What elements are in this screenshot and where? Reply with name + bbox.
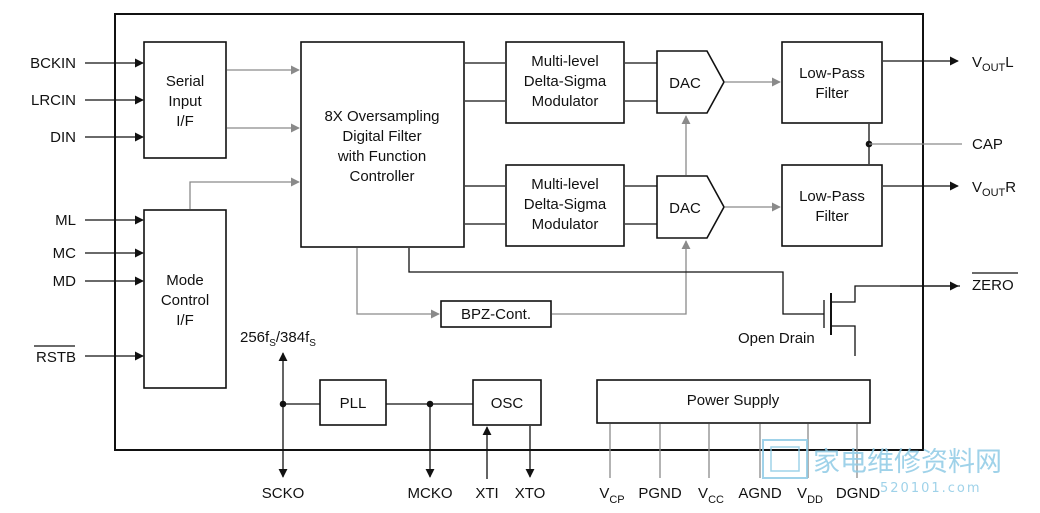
watermark: 家电维修资料网 520101.com — [762, 439, 1002, 496]
mode-control-line2: Control — [161, 292, 209, 309]
dac-top-label: DAC — [669, 75, 701, 92]
pin-md-label: MD — [53, 273, 76, 290]
open-drain-label: Open Drain — [738, 330, 815, 347]
pin-mcko-label: MCKO — [408, 485, 453, 502]
modulator-bottom-line1: Multi-level — [531, 176, 599, 193]
modulator-bottom-line3: Modulator — [532, 216, 599, 233]
cap-label: CAP — [972, 136, 1003, 153]
serial-input-line3: I/F — [176, 113, 194, 130]
modulator-bottom-line2: Delta-Sigma — [524, 196, 607, 213]
pin-xto-label: XTO — [515, 485, 546, 502]
lpf-bottom-block: Low-Pass Filter — [781, 164, 883, 247]
pin-lrcin-label: LRCIN — [31, 92, 76, 109]
bpz-cont-block: BPZ-Cont. — [440, 300, 552, 328]
serial-input-block: Serial Input I/F — [143, 41, 227, 159]
digital-filter-line3: with Function — [337, 148, 426, 165]
modulator-top-line1: Multi-level — [531, 53, 599, 70]
pin-dgnd-label: DGND — [836, 485, 880, 502]
osc-label: OSC — [491, 395, 524, 412]
vout-l-label: VOUTL — [972, 54, 1014, 74]
watermark-text: 家电维修资料网 — [813, 447, 1002, 478]
lpf-top-line1: Low-Pass — [799, 65, 865, 82]
clock-rate-label: 256fS/384fS — [240, 329, 316, 349]
pll-block: PLL — [319, 379, 387, 426]
pin-rstb-label: RSTB — [36, 349, 76, 366]
pin-bckin-label: BCKIN — [30, 55, 76, 72]
vout-r-label: VOUTR — [972, 179, 1016, 199]
open-drain-transistor — [823, 281, 960, 356]
modulator-bottom-block: Multi-level Delta-Sigma Modulator — [505, 164, 625, 247]
lpf-bottom-line2: Filter — [815, 208, 848, 225]
chip-outline — [114, 13, 924, 451]
clock-wires — [278, 352, 535, 479]
osc-block: OSC — [472, 379, 542, 426]
dac-top-block: DAC — [656, 50, 725, 114]
pin-xti-label: XTI — [475, 485, 498, 502]
pin-vdd-label: VDD — [797, 485, 823, 506]
pin-vcp-label: VCP — [599, 485, 624, 506]
modulator-top-block: Multi-level Delta-Sigma Modulator — [505, 41, 625, 124]
serial-input-line1: Serial — [166, 73, 204, 90]
power-supply-block: Power Supply — [596, 379, 871, 424]
pin-agnd-label: AGND — [738, 485, 782, 502]
digital-filter-line2: Digital Filter — [342, 128, 421, 145]
dac-bottom-block: DAC — [656, 175, 725, 239]
pin-ml-label: ML — [55, 212, 76, 229]
pin-din-label: DIN — [50, 129, 76, 146]
zero-label: ZERO — [972, 277, 1014, 294]
bpz-cont-label: BPZ-Cont. — [461, 306, 531, 323]
modulator-top-line2: Delta-Sigma — [524, 73, 607, 90]
serial-input-line2: Input — [168, 93, 202, 110]
power-supply-label: Power Supply — [687, 392, 780, 409]
pin-vcc-label: VCC — [698, 485, 724, 506]
lpf-top-block: Low-Pass Filter — [781, 41, 883, 124]
signal-wires — [189, 56, 962, 319]
pin-pgnd-label: PGND — [638, 485, 682, 502]
dac-bottom-label: DAC — [669, 200, 701, 217]
mode-control-block: Mode Control I/F — [143, 209, 227, 389]
pin-scko-label: SCKO — [262, 485, 305, 502]
digital-filter-line1: 8X Oversampling — [324, 108, 439, 125]
digital-filter-block: 8X Oversampling Digital Filter with Func… — [300, 41, 465, 248]
digital-filter-line4: Controller — [349, 168, 414, 185]
lpf-top-line2: Filter — [815, 85, 848, 102]
watermark-url: 520101.com — [880, 481, 982, 496]
pll-label: PLL — [340, 395, 367, 412]
input-pins: BCKIN LRCIN DIN ML MC MD RSTB — [30, 55, 144, 366]
watermark-logo-icon — [762, 439, 808, 479]
mode-control-line1: Mode — [166, 272, 204, 289]
lpf-bottom-line1: Low-Pass — [799, 188, 865, 205]
mode-control-line3: I/F — [176, 312, 194, 329]
modulator-top-line3: Modulator — [532, 93, 599, 110]
pin-mc-label: MC — [53, 245, 76, 262]
bottom-pin-labels: SCKO MCKO XTI XTO VCP PGND VCC AGND VDD … — [262, 485, 881, 506]
